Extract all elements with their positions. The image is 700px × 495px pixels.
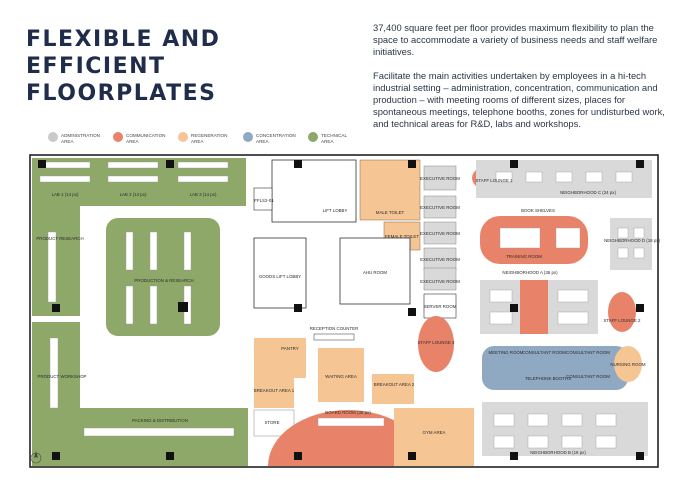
label-executive-room-5: EXECUTIVE ROOM: [420, 279, 460, 284]
title-line-1: FLEXIBLE AND: [26, 27, 221, 52]
label-consultant-room-2: CONSULTANT ROOM: [566, 350, 610, 355]
legend-label-regeneration: REGENERATION AREA: [191, 133, 228, 144]
label-product-workshop: PRODUCT WORKSHOP: [38, 374, 87, 379]
board-table: [317, 417, 385, 427]
packing-distribution-area: [32, 408, 248, 466]
intro-paragraph-1: 37,400 square feet per floor provides ma…: [373, 22, 658, 57]
ahu-room: [339, 237, 411, 305]
label-reception-counter: RECEPTION COUNTER: [310, 326, 359, 331]
structural-columns: [38, 160, 644, 460]
label-packing-distribution: PACKING & DISTRIBUTION: [132, 418, 188, 423]
label-meeting-room: MEETING ROOM: [489, 350, 524, 355]
label-consultant-room-3: CONSULTANT ROOM: [566, 374, 610, 379]
neighbourhood-d: [610, 218, 652, 270]
legend-item-administration: ADMINISTRATION AREA: [48, 132, 100, 144]
label-executive-room-3: EXECUTIVE ROOM: [420, 231, 460, 236]
label-goods-lift-lobby: GOODS LIFT LOBBY: [259, 274, 301, 279]
pantry: [254, 338, 306, 378]
label-lift-lobby: LIFT LOBBY: [323, 208, 348, 213]
workstation-clusters: [489, 171, 645, 449]
legend-swatch-regeneration: [178, 132, 188, 142]
label-lab-1: LAB 1 (14 px): [52, 192, 79, 197]
legend-item-concentration: CONCENTRATION AREA: [243, 132, 296, 144]
label-consultant-room-1: CONSULTANT ROOM: [522, 350, 566, 355]
legend-swatch-technical: [308, 132, 318, 142]
lift-lobby: [271, 159, 357, 223]
label-staff-lounge-1: STAFF LOUNGE 1: [475, 178, 513, 183]
label-executive-room-4: EXECUTIVE ROOM: [420, 257, 460, 262]
goods-lift-lobby: [253, 237, 307, 309]
label-ahu-room: AHU ROOM: [363, 270, 387, 275]
production-research-area: [106, 218, 220, 336]
label-product-research: PRODUCT RESEARCH: [36, 236, 83, 241]
label-breakout-area-1: BREAKOUT AREA 1: [254, 388, 295, 393]
male-toilet: [359, 159, 421, 221]
label-lab-2: LAB 2 (14 px): [120, 192, 147, 197]
server-room: [423, 293, 457, 319]
label-breakout-area-2: BREAKOUT AREA 2: [374, 382, 415, 387]
legend-item-technical: TECHNICAL AREA: [308, 132, 359, 144]
intro-paragraph-2: Facilitate the main activities undertake…: [373, 70, 665, 129]
legend-swatch-communication: [113, 132, 123, 142]
legend-label-communication: COMMUNICATION AREA: [126, 133, 166, 144]
label-production-research: PRODUCTION & RESEARCH: [134, 278, 193, 283]
label-gym-area: GYM AREA: [423, 430, 446, 435]
meeting-consultant-block: [482, 346, 628, 390]
floor-plan-svg: LAB 1 (14 px) LAB 2 (14 px) LAB 3 (14 px…: [29, 154, 660, 468]
label-lab-3: LAB 3 (14 px): [190, 192, 217, 197]
breakout-area-2: [372, 374, 414, 404]
legend-label-technical: TECHNICAL AREA: [321, 133, 347, 144]
legend-item-regeneration: REGENERATION AREA: [178, 132, 229, 144]
intro-text: 37,400 square feet per floor provides ma…: [373, 22, 673, 142]
label-executive-room-1: EXECUTIVE ROOM: [420, 176, 460, 181]
board-room: [268, 410, 428, 466]
title-line-3: FLOORPLATES: [26, 81, 217, 106]
legend-swatch-concentration: [243, 132, 253, 142]
label-pantry: PANTRY: [281, 346, 298, 351]
label-male-toilet: MALE TOILET: [376, 210, 405, 215]
label-executive-room-2: EXECUTIVE ROOM: [420, 205, 460, 210]
gym-area: [394, 408, 474, 466]
label-staff-lounge-3: STAFF LOUNGE 3: [417, 340, 455, 345]
legend-swatch-administration: [48, 132, 58, 142]
label-nursing-room: NURSING ROOM: [610, 362, 645, 367]
label-store: STORE: [264, 420, 279, 425]
label-neighbourhood-b: NEIGHBORHOOD B (18 px): [530, 450, 586, 455]
label-waiting-area: WAITING AREA: [325, 374, 357, 379]
legend-item-communication: COMMUNICATION AREA: [113, 132, 166, 144]
label-board-room: BOARD ROOM (30 px): [325, 410, 371, 415]
legend-label-concentration: CONCENTRATION AREA: [256, 133, 296, 144]
neighbourhood-a-meeting-pod: [520, 280, 548, 334]
area-legend: ADMINISTRATION AREA COMMUNICATION AREA R…: [48, 132, 359, 144]
label-ffls: FFLS2-01: [254, 198, 274, 203]
waiting-area: [318, 348, 364, 402]
ffls-room: [253, 187, 273, 211]
page-title: FLEXIBLE AND EFFICIENT FLOORPLATES: [26, 26, 220, 107]
staff-lounge-3: [418, 316, 454, 372]
label-female-toilet: FEMALE TOILET: [385, 234, 419, 239]
reception-counter: [313, 333, 355, 341]
breakout-area-1: [254, 378, 294, 408]
label-training-room: TRAINING ROOM: [506, 254, 542, 259]
label-telephone-booths: TELEPHONE BOOTHS: [525, 376, 571, 381]
title-line-2: EFFICIENT: [26, 54, 166, 79]
label-neighbourhood-a: NEIGHBORHOOD A (36 px): [502, 270, 558, 275]
executive-rooms: [423, 165, 457, 291]
label-staff-lounge-2: STAFF LOUNGE 2: [603, 318, 641, 323]
label-server-room: SERVER ROOM: [424, 304, 457, 309]
nursing-room: [614, 346, 642, 382]
label-book-shelves: BOOK SHELVES: [521, 208, 555, 213]
north-arrow-icon: [30, 451, 42, 464]
legend-label-administration: ADMINISTRATION AREA: [61, 133, 100, 144]
label-neighbourhood-d: NEIGHBORHOOD D (18 px): [604, 238, 660, 243]
label-neighbourhood-c: NEIGHBORHOOD C (24 px): [560, 190, 616, 195]
floor-plan: LAB 1 (14 px) LAB 2 (14 px) LAB 3 (14 px…: [28, 152, 662, 470]
staff-lounge-2: [608, 292, 636, 332]
